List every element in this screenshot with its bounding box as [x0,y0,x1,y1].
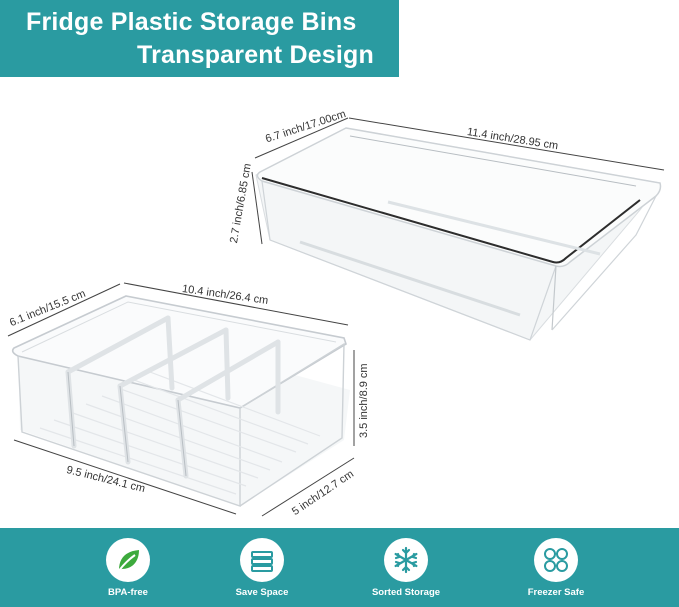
clover-icon [534,538,578,582]
feature-label-bpa-free: BPA-free [108,587,148,598]
title-line-1: Fridge Plastic Storage Bins [26,8,357,36]
feature-label-freezer-safe: Freezer Safe [527,587,585,598]
snowflake-icon [384,538,428,582]
divided-bin [7,282,355,517]
feature-label-sorted-storage: Sorted Storage [371,587,441,598]
features-bar: BPA-free Save Space [0,528,679,607]
product-illustration [7,117,665,517]
feature-sorted-storage: Sorted Storage [356,538,456,598]
feature-freezer-safe: Freezer Safe [506,538,606,598]
title-banner [0,0,399,77]
leaf-icon [106,538,150,582]
title-line-2: Transparent Design [137,41,374,69]
feature-label-save-space: Save Space [235,587,289,598]
large-bin [251,117,665,341]
divided-bin-height-label: 3.5 inch/8.9 cm [358,363,370,438]
stacked-layers-icon [240,538,284,582]
feature-bpa-free: BPA-free [78,538,178,598]
feature-save-space: Save Space [212,538,312,598]
